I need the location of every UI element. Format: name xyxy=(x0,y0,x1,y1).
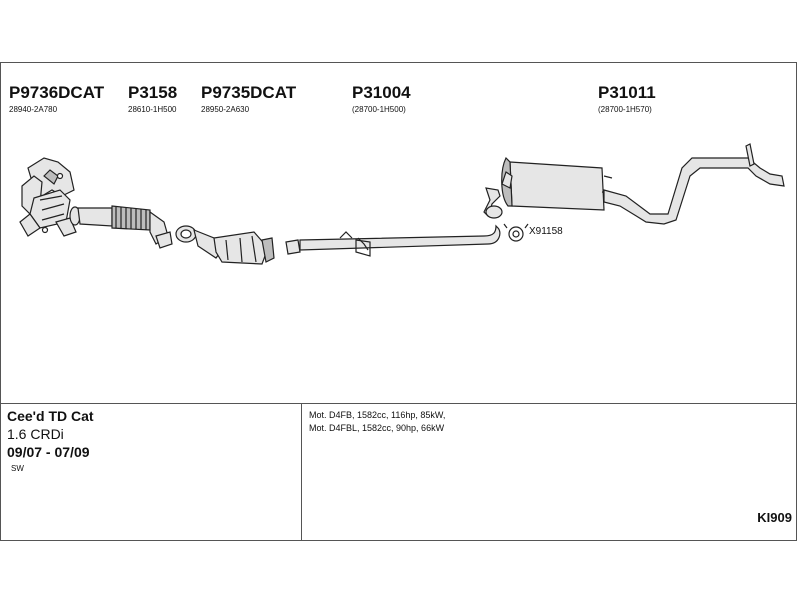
motor-specs: Mot. D4FB, 1582cc, 116hp, 85kW, Mot. D4F… xyxy=(309,409,445,435)
oem-number: 28610-1H500 xyxy=(128,105,177,114)
motor-spec-line: Mot. D4FB, 1582cc, 116hp, 85kW, xyxy=(309,410,446,420)
exhaust-system-diagram xyxy=(19,143,785,265)
part-number: P31004 xyxy=(352,83,411,102)
part-number: P9735DCAT xyxy=(201,83,297,102)
kit-code: KI909 xyxy=(757,510,792,525)
rear-catalytic-converter[interactable] xyxy=(175,225,275,265)
part-number: P3158 xyxy=(128,83,178,102)
oem-number: 28950-2A630 xyxy=(201,105,250,114)
oem-number: (28700-1H570) xyxy=(598,105,652,114)
flex-pipe[interactable] xyxy=(69,205,173,249)
vehicle-body-type: SW xyxy=(11,464,24,473)
part-label-p9735dcat[interactable]: P9735DCAT 28950-2A630 xyxy=(201,84,296,115)
part-label-p9736dcat[interactable]: P9736DCAT 28940-2A780 xyxy=(9,84,104,115)
vehicle-model: Cee'd TD Cat xyxy=(7,408,94,424)
clamp-label: X91158 xyxy=(529,226,563,237)
motor-spec-line: Mot. D4FBL, 1582cc, 90hp, 66kW xyxy=(309,423,445,433)
vehicle-years: 09/07 - 07/09 xyxy=(7,444,90,460)
oem-number: (28700-1H500) xyxy=(352,105,406,114)
part-label-p31004[interactable]: P31004 (28700-1H500) xyxy=(352,84,411,115)
part-number: P9736DCAT xyxy=(9,83,105,102)
rear-silencer[interactable] xyxy=(483,143,785,225)
part-number: P31011 xyxy=(598,83,656,102)
middle-pipe[interactable] xyxy=(285,224,501,257)
vehicle-engine: 1.6 CRDi xyxy=(7,426,64,442)
oem-number: 28940-2A780 xyxy=(9,105,58,114)
part-label-p31011[interactable]: P31011 (28700-1H570) xyxy=(598,84,656,115)
part-label-p3158[interactable]: P3158 28610-1H500 xyxy=(128,84,177,115)
horizontal-divider xyxy=(0,403,797,404)
diagram-frame xyxy=(0,62,797,541)
pipe-clamp[interactable] xyxy=(503,223,529,242)
vertical-divider xyxy=(301,403,302,541)
front-catalytic-converter[interactable] xyxy=(19,157,77,237)
vehicle-info: Cee'd TD Cat 1.6 CRDi 09/07 - 07/09 SW xyxy=(7,408,94,474)
